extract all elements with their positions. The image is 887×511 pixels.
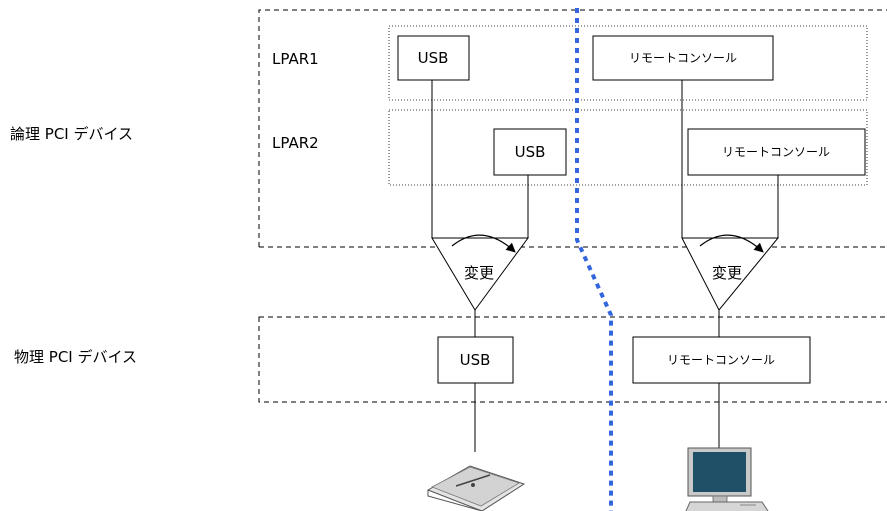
physical-pci-device-label: 物理 PCI デバイス bbox=[14, 348, 137, 366]
physical-remote-console-box bbox=[632, 336, 811, 384]
connector-lines bbox=[431, 80, 779, 452]
usb-storage-device-icon bbox=[426, 465, 526, 511]
lpar1-label: LPAR1 bbox=[272, 50, 319, 68]
logical-pci-device-label: 論理 PCI デバイス bbox=[10, 125, 133, 143]
desktop-computer-icon bbox=[685, 447, 769, 511]
lpar2-label: LPAR2 bbox=[272, 134, 319, 152]
lpar2-remote-console-box bbox=[687, 128, 866, 176]
lpar2-row bbox=[388, 109, 868, 186]
logical-region-border bbox=[258, 9, 887, 248]
lpar1-usb-box bbox=[397, 35, 470, 81]
switch-label-left: 変更 bbox=[464, 264, 494, 282]
switch-triangle-left bbox=[431, 237, 529, 311]
lpar2-usb-label: USB bbox=[515, 143, 546, 161]
lpar2-remote-console-label: リモートコンソール bbox=[722, 145, 830, 159]
switch-label-right: 変更 bbox=[712, 264, 742, 282]
physical-region-border bbox=[258, 316, 887, 403]
lpar1-remote-console-box bbox=[592, 35, 774, 81]
lpar1-remote-console-label: リモートコンソール bbox=[629, 51, 737, 65]
physical-remote-console-label: リモートコンソール bbox=[667, 353, 775, 367]
lpar1-usb-label: USB bbox=[418, 49, 449, 67]
switch-triangle-right bbox=[681, 237, 780, 311]
partition-divider bbox=[575, 8, 613, 511]
switch-arrow-left-icon bbox=[451, 234, 516, 253]
physical-usb-label: USB bbox=[460, 351, 491, 369]
switch-arrow-right-icon bbox=[699, 234, 764, 253]
physical-usb-box bbox=[437, 336, 514, 384]
lpar2-usb-box bbox=[493, 128, 567, 176]
